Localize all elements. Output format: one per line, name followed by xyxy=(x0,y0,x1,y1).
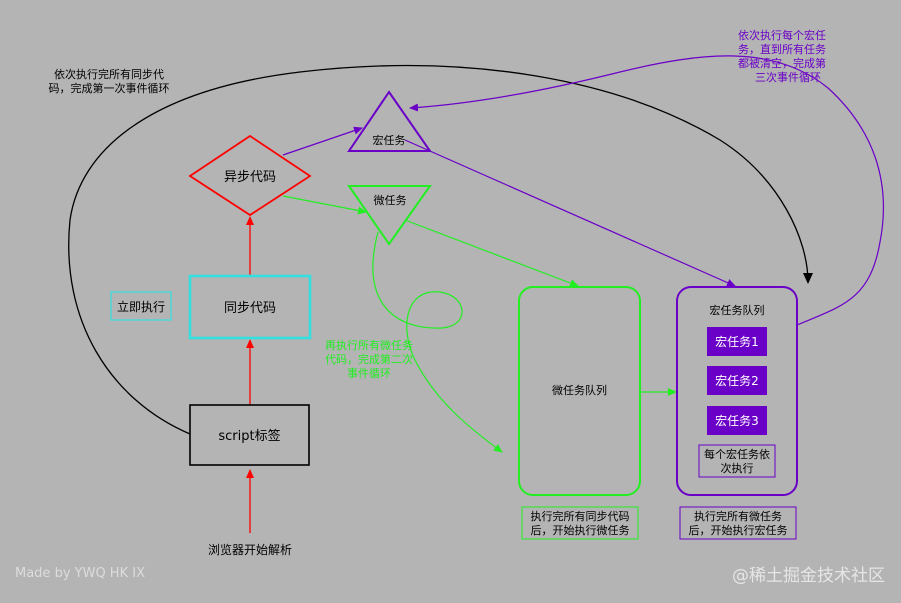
macro-task-1-label: 宏任务1 xyxy=(715,334,759,349)
immediate-label: 立即执行 xyxy=(117,299,165,314)
third-loop-note-line1: 依次执行每个宏任 xyxy=(738,28,826,42)
after-micro-note-line2: 后，开始执行宏任务 xyxy=(689,523,788,537)
async-code-node xyxy=(188,134,312,217)
third-loop-note-line4: 三次事件循环 xyxy=(755,70,821,84)
after-sync-note-line1: 执行完所有同步代码 xyxy=(531,509,630,523)
after-sync-note-line2: 后，开始执行微任务 xyxy=(531,523,630,537)
micro-task-node xyxy=(347,185,432,246)
each-macro-note-line1: 每个宏任务依 xyxy=(704,447,770,461)
macro-task-3-label: 宏任务3 xyxy=(715,413,759,428)
macro-task-label: 宏任务 xyxy=(373,133,406,147)
macro-queue-node xyxy=(676,286,798,496)
micro-task-label: 微任务 xyxy=(374,193,407,207)
arrow-micro-to-queue xyxy=(404,219,579,287)
after-micro-note-box xyxy=(679,506,797,540)
after-micro-note-line1: 执行完所有微任务 xyxy=(694,509,782,523)
macro-task-3-item xyxy=(707,406,767,435)
macro-task-2-item xyxy=(707,366,767,395)
loop-curve-third xyxy=(409,55,884,326)
loop-curve-first xyxy=(68,65,813,435)
second-loop-note-line1: 再执行所有微任务 xyxy=(325,338,413,352)
after-sync-note-box xyxy=(521,506,639,540)
watermark-right: @稀土掘金技术社区 xyxy=(732,566,885,586)
each-macro-note-box xyxy=(698,444,776,478)
arrow-async-to-micro xyxy=(282,195,367,215)
macro-task-2-label: 宏任务2 xyxy=(715,373,759,388)
micro-queue-label: 微任务队列 xyxy=(552,383,607,397)
sync-code-label: 同步代码 xyxy=(224,301,276,316)
macro-task-node xyxy=(347,90,432,152)
immediate-box xyxy=(110,291,172,321)
each-macro-note-line2: 次执行 xyxy=(721,461,754,475)
third-loop-note-line3: 都被清空，完成第 xyxy=(738,56,826,70)
first-loop-note-line1: 依次执行完所有同步代 xyxy=(54,67,164,81)
third-loop-note-line2: 务，直到所有任务 xyxy=(738,42,826,56)
browser-start-note: 浏览器开始解析 xyxy=(208,542,292,557)
watermark-left: Made by YWQ HK IX xyxy=(15,566,145,581)
loop-curve-second xyxy=(372,231,503,453)
async-code-label: 异步代码 xyxy=(224,170,276,185)
first-loop-note-line2: 码，完成第一次事件循环 xyxy=(49,81,170,95)
micro-queue-node xyxy=(518,286,641,496)
script-tag-label: script标签 xyxy=(218,428,280,444)
macro-task-1-item xyxy=(707,327,767,356)
second-loop-note-line2: 代码，完成第二次 xyxy=(325,352,413,366)
second-loop-note-line3: 事件循环 xyxy=(347,367,391,380)
sync-code-node xyxy=(188,274,312,340)
macro-queue-label: 宏任务队列 xyxy=(710,303,765,317)
arrow-macro-to-queue xyxy=(404,139,736,287)
script-tag-node xyxy=(189,404,310,466)
arrow-async-to-macro xyxy=(282,126,363,156)
